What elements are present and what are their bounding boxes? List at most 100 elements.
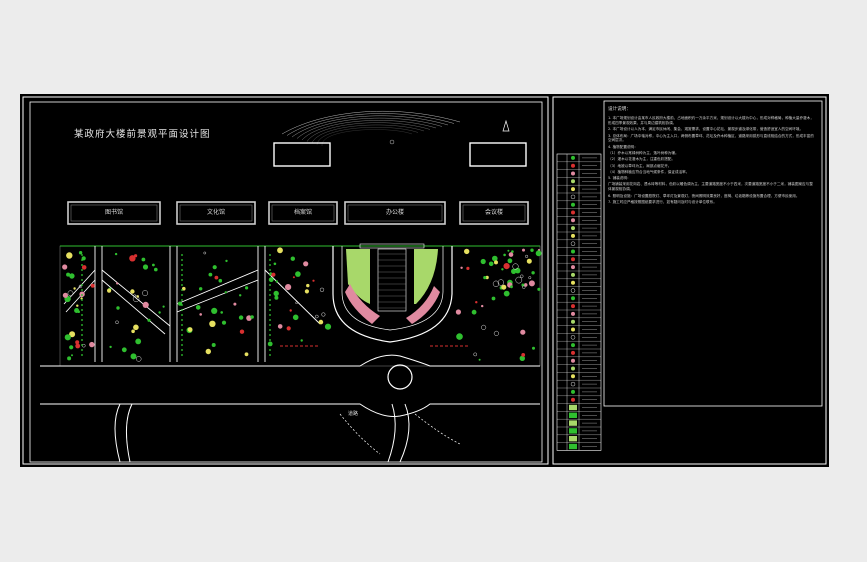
plant-symbol <box>212 265 217 270</box>
legend-symbol <box>571 187 575 192</box>
building-outline-inner <box>179 204 253 222</box>
plant-symbol <box>464 248 470 255</box>
plant-symbol <box>475 301 478 304</box>
plant-symbol <box>515 276 523 284</box>
plant-symbol <box>522 285 526 289</box>
plant-symbol <box>494 260 498 265</box>
plant-symbol <box>221 320 227 325</box>
plant-symbol <box>177 301 183 306</box>
note-item: 4. 植物配置说明： <box>608 144 638 149</box>
plant-symbol <box>292 276 295 279</box>
plant-symbol <box>501 284 507 290</box>
legend-symbol <box>571 319 575 324</box>
plant-symbol <box>233 302 237 306</box>
central-axis <box>377 248 407 312</box>
road-edge <box>176 279 259 313</box>
plant-symbol <box>205 348 211 355</box>
legend-symbol <box>571 327 575 332</box>
legend-symbol <box>571 171 575 176</box>
plant-symbol <box>62 264 68 270</box>
plant-symbol <box>250 315 254 319</box>
plant-symbol <box>290 256 295 261</box>
road-curve-left-2 <box>126 403 133 463</box>
plant-symbol <box>67 356 72 361</box>
plant-symbol <box>295 301 298 305</box>
lawn-left <box>346 249 370 304</box>
plant-symbol <box>501 268 504 271</box>
inner-frame-left <box>29 101 543 463</box>
plant-symbol <box>507 258 513 264</box>
plant-symbol <box>514 267 521 274</box>
plant-symbol <box>485 275 489 280</box>
plant-symbol <box>493 330 499 336</box>
plant-symbol <box>211 343 216 347</box>
contour-line <box>316 126 419 145</box>
plant-symbol <box>238 315 244 320</box>
plant-symbol <box>497 279 505 286</box>
building-meeting: 会议楼 <box>484 209 503 216</box>
plant-symbol <box>107 288 112 293</box>
plaza-inner <box>341 246 444 331</box>
note-item: 6. 照明及设施：广场设置庭院灯、草坪灯及景观灯，夜间照明效果良好，座椅、垃圾箱… <box>608 193 800 198</box>
outer-frame-right <box>552 96 827 465</box>
plant-symbol <box>508 252 514 257</box>
note-item: （4）植物种植应符合当地气候条件，保证成活率。 <box>608 169 690 174</box>
plant-symbol <box>239 294 242 297</box>
plant-symbol <box>271 272 276 277</box>
plant-symbol <box>71 354 73 357</box>
plant-symbol <box>277 247 283 254</box>
legend-symbol <box>571 311 575 316</box>
flower-right <box>406 286 440 324</box>
note-item: 2. 本广场设计以人为本，满足市民休闲、集会、观赏需求，设置中心花坛、景观步道及… <box>608 127 804 132</box>
flower-left <box>345 284 380 324</box>
legend-swatch <box>569 404 577 411</box>
plant-symbol <box>90 283 95 288</box>
legend-symbol <box>571 163 575 168</box>
legend-symbol <box>571 265 575 270</box>
legend-symbol <box>571 397 575 402</box>
legend-symbol <box>571 226 575 231</box>
plant-symbol <box>525 254 529 258</box>
plant-symbol <box>114 252 118 256</box>
legend-symbol <box>571 389 575 394</box>
plant-symbol <box>520 274 524 278</box>
legend-symbol <box>571 374 575 379</box>
note-item: （2）灌木以花灌木为主，注重色彩搭配。 <box>608 157 675 162</box>
building-outline-inner <box>462 204 526 222</box>
plant-symbol <box>522 248 525 252</box>
outer-frame-left <box>22 96 549 465</box>
plant-symbol <box>73 287 76 290</box>
plant-symbol <box>491 296 496 301</box>
plant-symbol <box>530 248 534 252</box>
plant-symbol <box>286 326 291 331</box>
plant-symbol <box>162 305 165 308</box>
plant-symbol <box>133 324 139 331</box>
road-label: 道路 <box>348 411 359 417</box>
plant-symbol <box>503 290 510 297</box>
note-item: 1. 本广场规划设计由某市人民政府大楼前，占地面积约一万余平方米，规划设计以大楼… <box>608 116 814 125</box>
road-curve-left <box>114 403 121 463</box>
building-outline <box>344 201 446 225</box>
plant-symbol <box>267 341 273 347</box>
plant-symbol <box>306 283 310 288</box>
plant-symbol <box>132 295 140 303</box>
plant-symbol <box>460 266 463 269</box>
plant-symbol <box>245 286 249 290</box>
plant-symbol <box>274 295 279 300</box>
legend-symbol <box>571 249 575 254</box>
building-library: 图书馆 <box>104 209 123 216</box>
drawing-title: 某政府大楼前景观平面设计图 <box>74 129 211 140</box>
contour-line <box>321 129 413 147</box>
legend-symbol <box>571 218 575 223</box>
plant-symbol <box>456 333 463 340</box>
road-edge <box>264 269 321 325</box>
plant-symbol <box>115 320 119 325</box>
legend-symbol <box>570 288 576 293</box>
plant-symbol <box>154 267 158 272</box>
plant-symbol <box>62 292 68 298</box>
plant-symbol <box>295 271 301 277</box>
plant-symbol <box>273 290 279 297</box>
notes-title: 设计说明： <box>608 107 631 112</box>
plant-symbol <box>220 311 223 314</box>
plant-symbol <box>82 343 86 348</box>
